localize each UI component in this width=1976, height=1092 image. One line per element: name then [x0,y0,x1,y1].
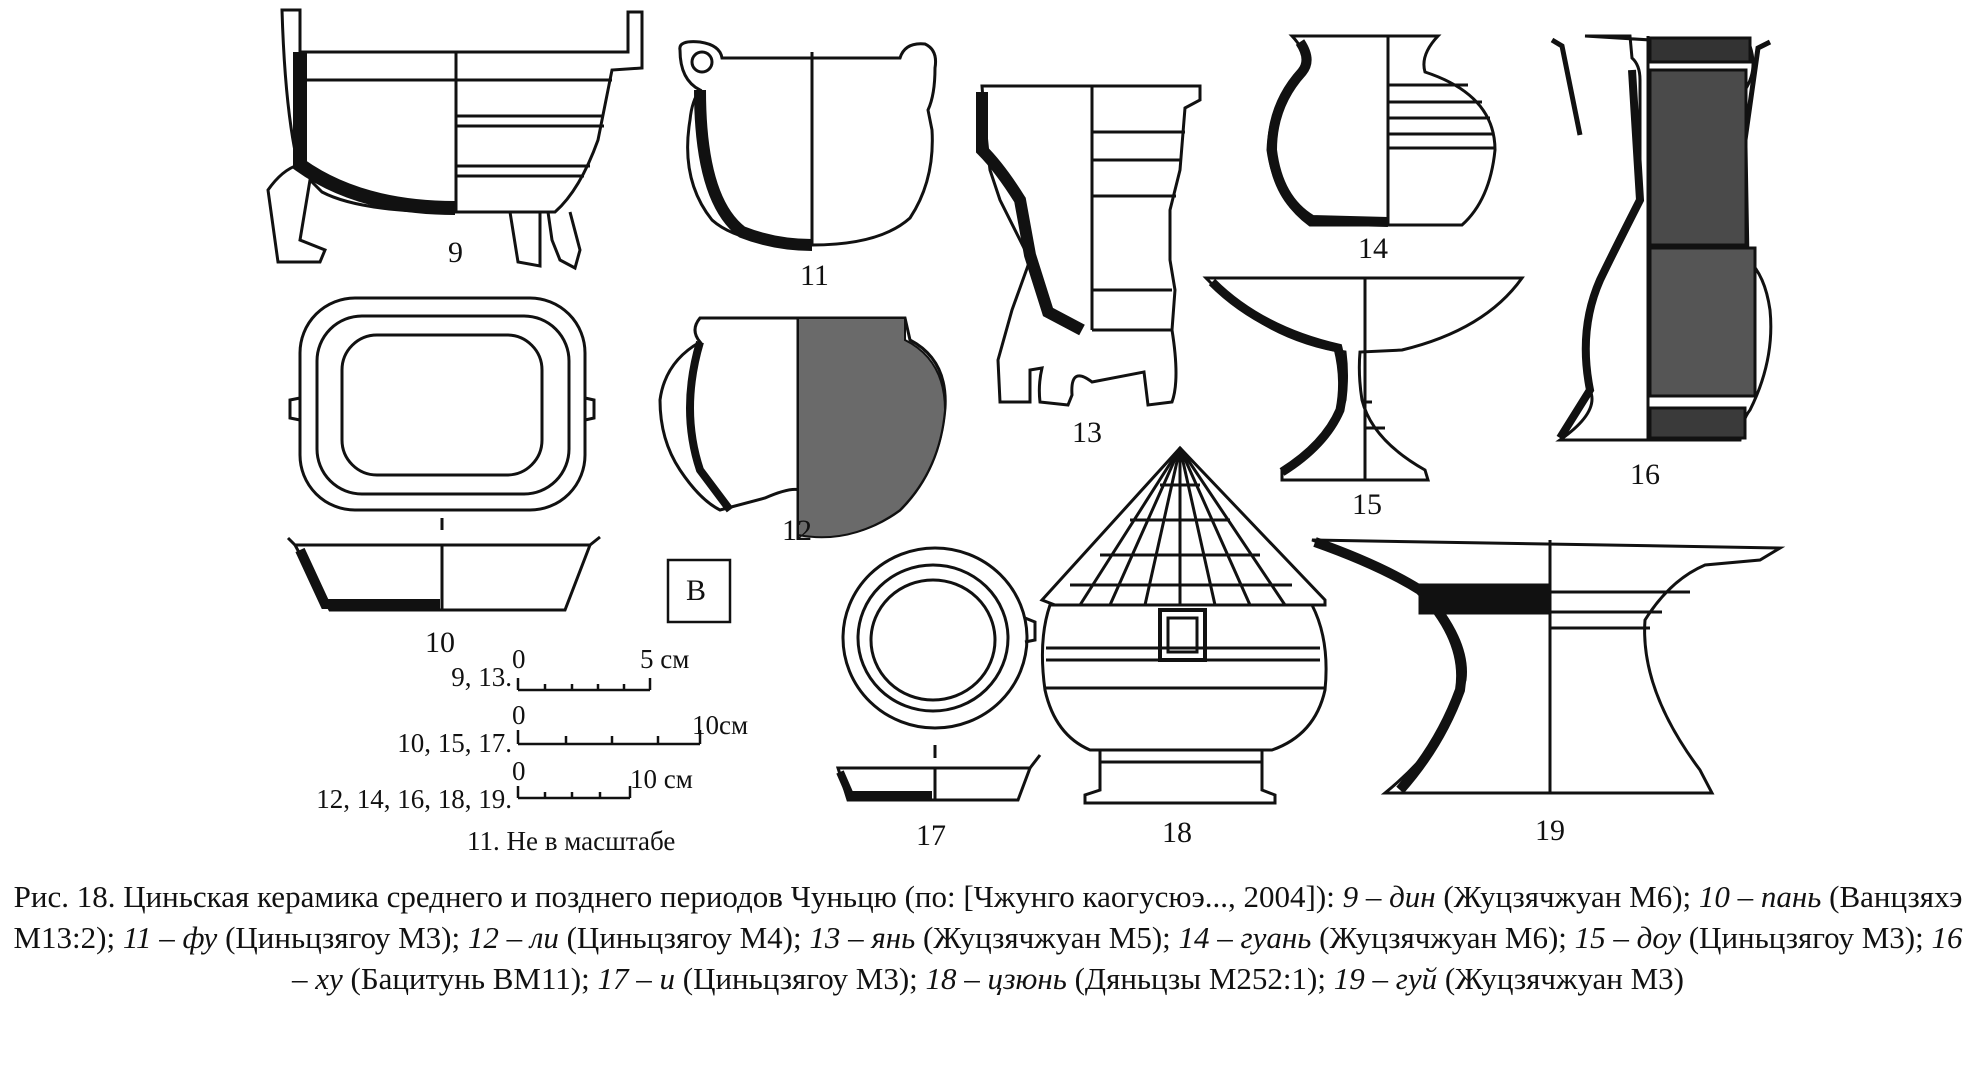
caption-item-name: 12 – ли [467,920,559,955]
caption-item-source: (Жуцзячжуан М6); [1311,920,1575,955]
vessel-19-gui [1311,537,1786,795]
caption-item-name: 17 – и [597,961,676,996]
label-10: 10 [425,626,455,659]
scale-2-zero: 0 [512,700,526,730]
not-to-scale-note: 11. Не в масштабе [467,826,675,856]
caption-item-source: (Жуцзячжуан М5); [915,920,1179,955]
caption-item-source: (Дяньцзы М252:1); [1066,961,1334,996]
scale-2-end: 10см [692,710,748,740]
label-18: 18 [1162,816,1192,849]
scale-3-zero: 0 [512,756,526,786]
caption-item-source: (Циньцзягоу М3); [1680,920,1932,955]
caption-item-source: (Жуцзячжуан М6); [1435,879,1699,914]
caption-item-name: 13 – янь [809,920,916,955]
label-17: 17 [916,819,946,852]
caption-items: 9 – дин (Жуцзячжуан М6); 10 – пань (Ванц… [13,879,1962,996]
caption-item-name: 10 – пань [1698,879,1822,914]
scale-bars [516,678,702,800]
scale-3-end: 10 см [630,764,693,794]
caption-item-name: 19 – гуй [1333,961,1438,996]
vessel-12-li [658,316,947,540]
caption-prefix: Рис. 18. Циньская керамика среднего и по… [13,879,1343,914]
caption-item-source: (Циньцзягоу М3); [675,961,926,996]
scale-2-items: 10, 15, 17. [397,728,512,758]
label-9: 9 [448,236,463,269]
scale-3-items: 12, 14, 16, 18, 19. [316,784,512,814]
vessel-15-dou [1202,276,1525,482]
caption-item-source: (Бацитунь ВМ11); [342,961,598,996]
caption-item-name: 11 – фу [122,920,218,955]
vessel-10-pan [286,296,732,624]
caption-item-name: 9 – дин [1342,879,1436,914]
label-19: 19 [1535,814,1565,847]
scale-1-zero: 0 [512,644,526,674]
caption-item-name: 16 – ху [292,920,1963,996]
label-11: 11 [800,259,829,292]
side-view-letter: В [686,574,706,607]
vessel-16-hu [1550,34,1773,442]
caption-item-source: (Ванцзяхэ М13:2); [13,879,1963,955]
caption-item-name: 14 – гуань [1178,920,1312,955]
caption-item-source: (Циньцзягоу М4); [558,920,810,955]
label-15: 15 [1352,488,1382,521]
vessel-11-fu [678,40,937,251]
label-13: 13 [1072,416,1102,449]
caption-item-name: 18 – цзюнь [925,961,1067,996]
label-14: 14 [1358,232,1388,265]
scale-1-end: 5 см [640,644,689,674]
scale-1-items: 9, 13. [451,662,512,692]
label-16: 16 [1630,458,1660,491]
caption-item-source: (Циньцзягоу М3); [217,920,468,955]
pottery-plate: 9 10 11 12 13 14 15 16 17 18 19 В 9, 13.… [266,8,1786,856]
label-12: 12 [782,514,812,547]
vessel-9-ding [266,8,644,271]
vessel-18-zun [1039,445,1328,805]
caption-item-name: 15 – доу [1574,920,1681,955]
vessel-14-guan [1266,34,1497,227]
vessel-13-yan [976,84,1202,407]
figure-caption: Рис. 18. Циньская керамика среднего и по… [8,876,1968,999]
caption-item-source: (Жуцзячжуан М3) [1437,961,1684,996]
vessel-17-yi [835,546,1042,802]
